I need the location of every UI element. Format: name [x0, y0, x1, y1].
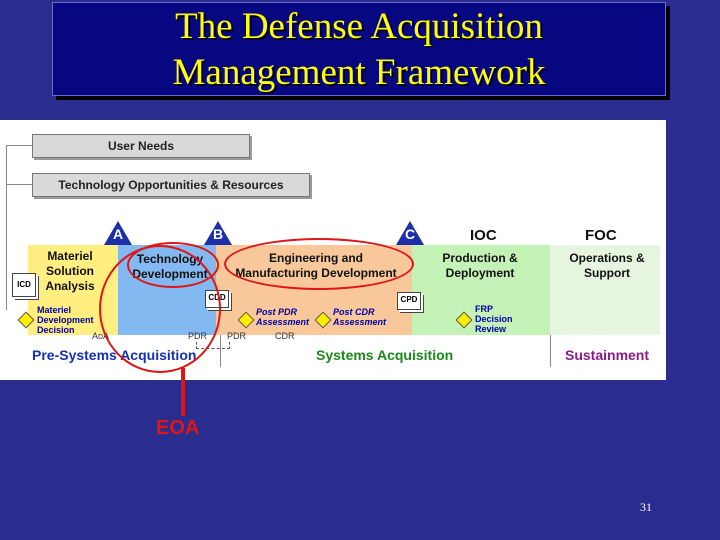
milestone-b-label: B: [212, 226, 224, 242]
pdr-label-2: PDR: [227, 331, 247, 341]
callout-pointer-line: [181, 368, 185, 416]
technology-opportunities-bar: Technology Opportunities & Resources: [32, 173, 310, 197]
milestone-c-label: C: [404, 226, 416, 242]
milestone-a-triangle: [104, 221, 132, 245]
post-pdr-label: Post PDR Assessment: [256, 307, 310, 327]
frp-decision-review-label: FRP Decision Review: [475, 304, 513, 334]
sustainment-label: Sustainment: [565, 347, 650, 363]
icd-document: ICD: [12, 273, 36, 297]
phase-production-box: [412, 245, 550, 335]
cdr-label: CDR: [275, 331, 295, 341]
highlight-ring-materiel-solution: [127, 242, 219, 288]
phase-operations-label: Operations & Support: [569, 251, 645, 280]
connector-line: [6, 145, 7, 310]
milestone-b-triangle: [204, 221, 232, 245]
materiel-development-decision-label: Materiel Development Decision: [37, 305, 94, 335]
milestone-ioc-label: IOC: [470, 227, 497, 244]
milestone-foc-label: FOC: [585, 227, 617, 244]
cpd-document: CPD: [397, 292, 421, 310]
milestone-a-label: A: [112, 226, 124, 242]
title-line-1: The Defense Acquisition: [175, 6, 543, 47]
title-box: The Defense Acquisition Management Frame…: [52, 2, 666, 96]
page-number: 31: [640, 500, 652, 514]
user-needs-label: User Needs: [107, 139, 175, 153]
milestone-c-triangle: [396, 221, 424, 245]
footer-divider: [550, 335, 551, 367]
acquisition-diagram: User Needs Technology Opportunities & Re…: [0, 120, 666, 380]
footer-divider: [220, 335, 221, 367]
phase-operations-box: [550, 245, 660, 335]
user-needs-bar: User Needs: [32, 134, 250, 158]
systems-acquisition-label: Systems Acquisition: [316, 347, 454, 363]
eoa-callout-label: EOA: [156, 417, 200, 439]
title-line-2: Management Framework: [172, 52, 546, 93]
phase-production-label: Production & Deployment: [442, 251, 518, 280]
connector-line: [6, 184, 32, 185]
technology-opportunities-label: Technology Opportunities & Resources: [58, 178, 284, 192]
phase-materiel-solution-label: Materiel Solution Analysis: [45, 249, 95, 293]
post-cdr-label: Post CDR Assessment: [333, 307, 387, 327]
connector-line: [6, 145, 32, 146]
aoa-label: AoA: [92, 331, 110, 341]
highlight-ring-emd: [224, 238, 414, 290]
